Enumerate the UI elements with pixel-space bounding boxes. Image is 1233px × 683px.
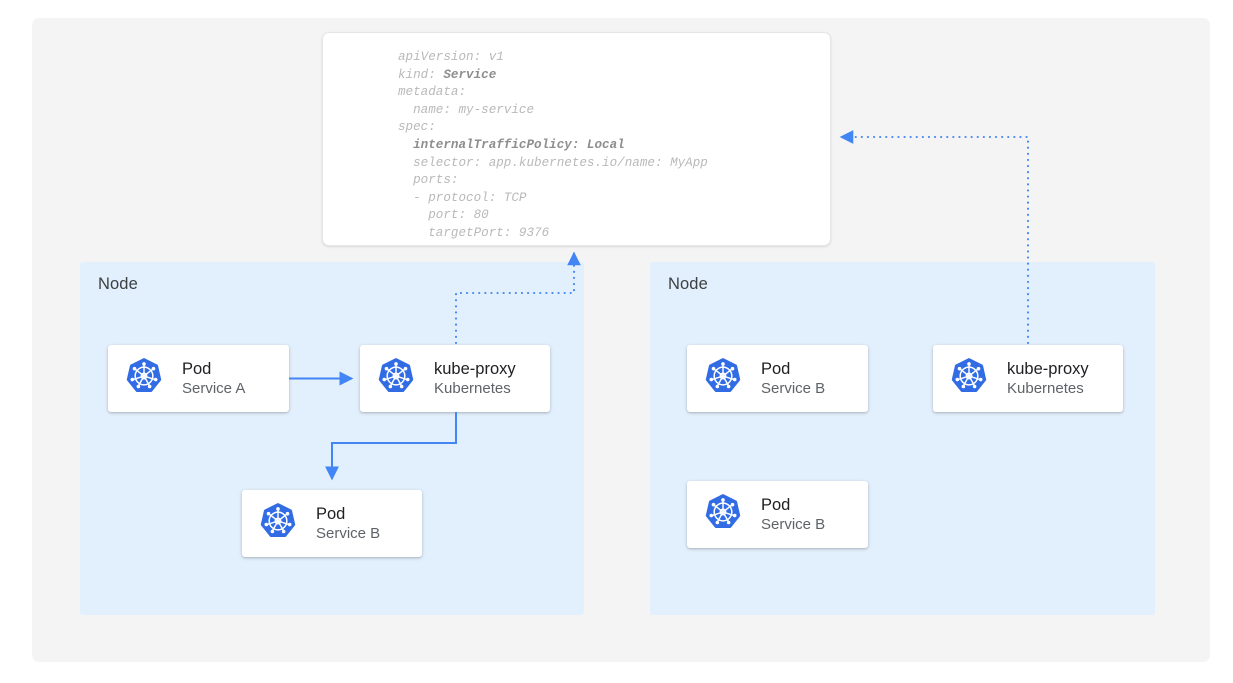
card-title: Pod <box>761 359 791 378</box>
card-title: kube-proxy <box>1007 359 1089 378</box>
card-subtitle: Kubernetes <box>1007 379 1084 397</box>
kubernetes-icon <box>260 503 296 544</box>
node-panel-right: Node <box>650 262 1155 615</box>
node-panel-left: Node <box>80 262 584 615</box>
kubernetes-icon <box>951 358 987 399</box>
kubernetes-icon <box>705 358 741 399</box>
card-pod-service-b-right-bottom[interactable]: Pod Service B <box>687 481 868 548</box>
service-yaml-code: apiVersion: v1 kind: Service metadata: n… <box>398 50 708 240</box>
kubernetes-icon <box>705 494 741 535</box>
card-title: kube-proxy <box>434 359 516 378</box>
card-kube-proxy-left[interactable]: kube-proxy Kubernetes <box>360 345 550 412</box>
kubernetes-icon <box>378 358 414 399</box>
card-subtitle: Service B <box>761 379 826 397</box>
card-kube-proxy-right[interactable]: kube-proxy Kubernetes <box>933 345 1123 412</box>
kubernetes-icon <box>126 358 162 399</box>
card-subtitle: Kubernetes <box>434 379 511 397</box>
node-label-left: Node <box>98 275 138 293</box>
card-pod-service-a[interactable]: Pod Service A <box>108 345 289 412</box>
node-label-right: Node <box>668 275 708 293</box>
card-title: Pod <box>761 495 791 514</box>
service-yaml-card: apiVersion: v1 kind: Service metadata: n… <box>322 32 831 246</box>
card-subtitle: Service B <box>316 524 381 542</box>
card-subtitle: Service A <box>182 379 246 397</box>
card-pod-service-b-left[interactable]: Pod Service B <box>242 490 422 557</box>
card-subtitle: Service B <box>761 515 826 533</box>
card-title: Pod <box>182 359 212 378</box>
card-title: Pod <box>316 504 346 523</box>
card-pod-service-b-right-top[interactable]: Pod Service B <box>687 345 868 412</box>
